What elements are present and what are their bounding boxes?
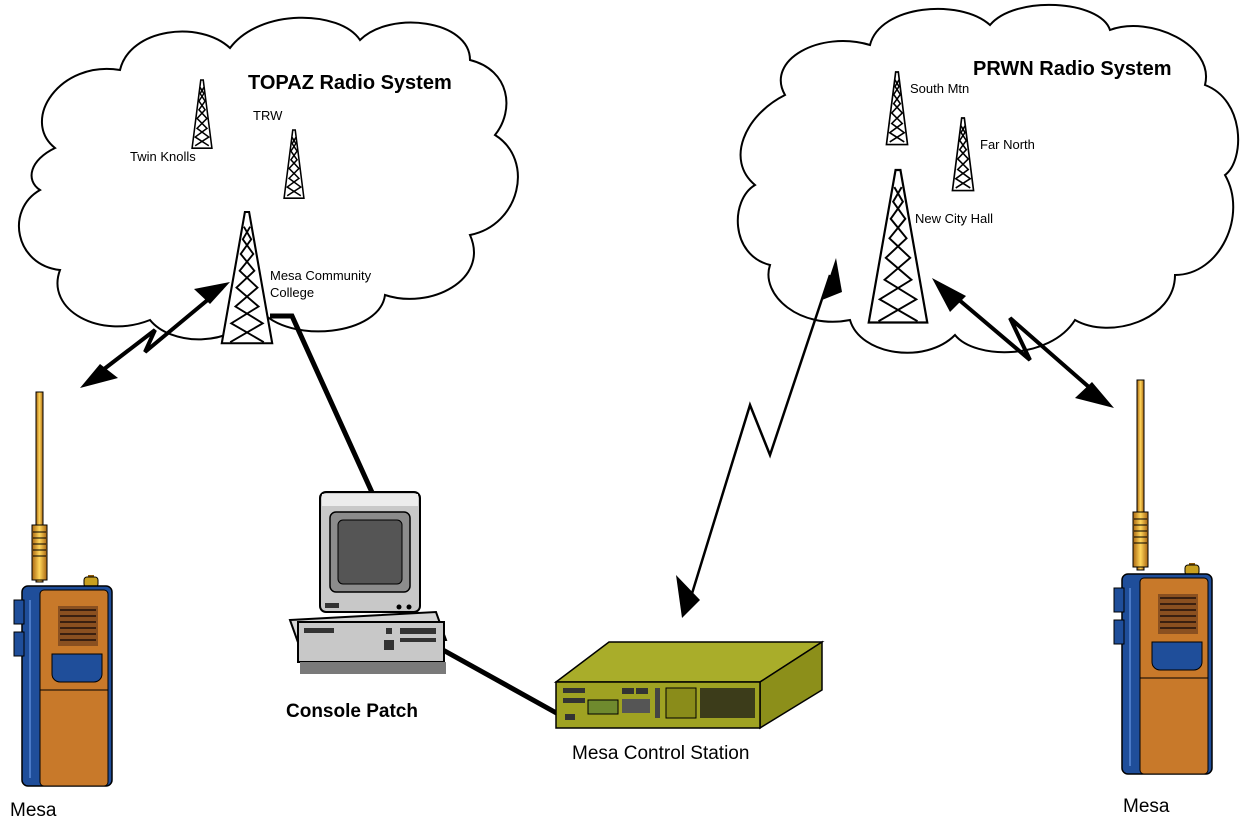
site-label-far-north: Far North: [980, 137, 1035, 152]
console-to-station-link: [441, 647, 562, 718]
control-station-label: Mesa Control Station: [572, 743, 750, 764]
radio-right-label: Mesa: [1123, 796, 1170, 817]
wireless-link-station: [676, 258, 842, 618]
tower-twin-knolls-icon: [191, 79, 213, 149]
site-label-twin-knolls: Twin Knolls: [130, 149, 196, 164]
topaz-system-title: TOPAZ Radio System: [248, 72, 452, 94]
tower-mesa-community-college-icon: [220, 210, 274, 345]
prwn-system-title: PRWN Radio System: [973, 58, 1172, 80]
tower-new-city-hall-icon: [867, 168, 929, 324]
console-patch-label: Console Patch: [286, 701, 418, 722]
site-label-new-city-hall: New City Hall: [915, 211, 994, 226]
site-label-south-mtn: South Mtn: [910, 81, 970, 96]
prwn-cloud: [736, 3, 1240, 354]
wireless-link-left: [80, 282, 230, 388]
tower-far-north-icon: [951, 117, 975, 192]
tower-south-mtn-icon: [885, 71, 909, 146]
console-to-mcc-link: [270, 313, 383, 512]
site-label-college: College: [270, 285, 315, 300]
handheld-radio-left-icon: [13, 391, 113, 787]
wireless-link-right: [932, 278, 1114, 408]
topaz-cloud: [17, 16, 519, 341]
tower-trw-icon: [283, 129, 305, 199]
computer-icon: [288, 491, 448, 674]
handheld-radio-right-icon: [1113, 379, 1213, 775]
control-station-icon: [553, 640, 825, 730]
site-label-trw: TRW: [253, 108, 283, 123]
radio-left-label: Mesa: [10, 800, 57, 821]
site-label-mesa-community: Mesa Community: [270, 268, 372, 283]
